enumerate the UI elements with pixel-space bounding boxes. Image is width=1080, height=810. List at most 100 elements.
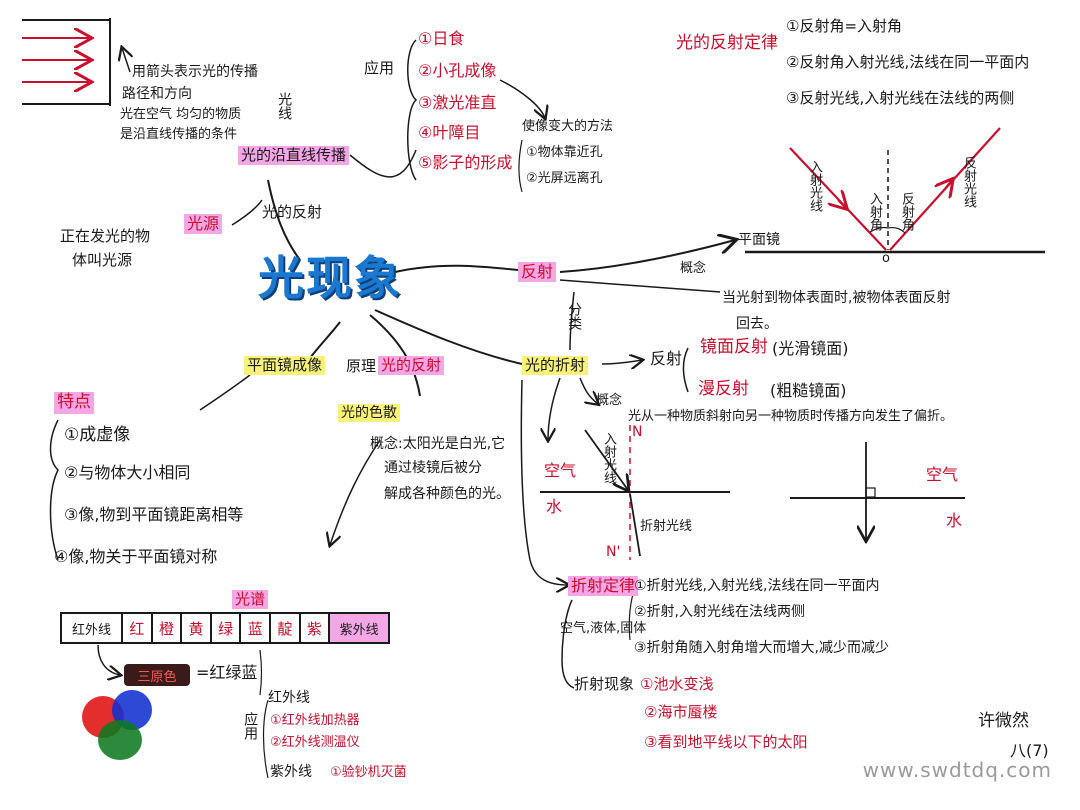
- spectrum-green: 绿: [212, 614, 242, 642]
- refraction-diagram: [540, 425, 730, 560]
- reflection-law-item-1: ①反射角=入射角: [786, 17, 903, 35]
- feature-2: ②与物体大小相同: [64, 463, 191, 482]
- reflection-angle-label: 反射角: [898, 192, 914, 231]
- reflection-concept-2: 回去。: [736, 316, 778, 332]
- reflection-header: 反射: [518, 262, 557, 283]
- reflection-kind-label: 反射: [650, 349, 683, 368]
- reflection-law-item-2: ②反射角入射光线,法线在同一平面内: [786, 53, 1030, 71]
- reflection-law-item-3: ③反射光线,入射光线在法线的两侧: [786, 89, 1015, 107]
- perpendicular-incidence-diagram: [790, 442, 965, 540]
- refraction-phenomena-title: 折射现象: [574, 675, 635, 693]
- application-item-5: ⑤影子的形成: [418, 153, 513, 172]
- propagation-condition-1: 光在空气 均匀的物质: [120, 107, 242, 122]
- spectrum-orange: 橙: [153, 614, 183, 642]
- reflection-origin-label: o: [882, 251, 890, 266]
- ray-arrows-sample: [22, 18, 130, 106]
- primary-colors-value: =红绿蓝: [196, 663, 258, 682]
- light-ray-label: 光线: [276, 92, 293, 120]
- refraction-phenomenon-2: ②海市蜃楼: [644, 703, 718, 721]
- dispersion-app-label: 应用: [242, 712, 259, 740]
- plane-mirror-label: 平面镜: [738, 232, 780, 248]
- application-item-3: ③激光准直: [418, 93, 497, 112]
- spectrum-ultraviolet: 紫外线: [330, 614, 389, 642]
- diffuse-reflection: 漫反射: [698, 379, 749, 399]
- application-item-2: ②小孔成像: [418, 61, 497, 80]
- perpendicular-water-label: 水: [946, 511, 963, 530]
- spectrum-indigo: 靛: [271, 614, 301, 642]
- light-source-def-2: 体叫光源: [72, 251, 133, 269]
- normal-label: N: [632, 424, 643, 440]
- dispersion-concept-2: 通过棱镜后被分: [384, 460, 482, 476]
- refraction-medium-note: 空气,液体,固体: [560, 621, 647, 636]
- spectrum-blue: 蓝: [241, 614, 271, 642]
- plane-mirror-principle: 原理: [346, 357, 377, 375]
- refraction-phenomenon-1: ①池水变浅: [640, 675, 714, 693]
- spectrum-infrared: 红外线: [62, 614, 124, 642]
- specular-reflection: 镜面反射: [700, 337, 768, 357]
- refraction-law-item-1: ①折射光线,入射光线,法线在同一平面内: [634, 578, 880, 594]
- signature-name: 许微然: [978, 711, 1029, 731]
- refraction-water-label: 水: [546, 497, 563, 516]
- refraction-law-item-2: ②折射,入射光线在法线两侧: [634, 604, 806, 620]
- spectrum-yellow: 黄: [182, 614, 212, 642]
- zoom-method-1: ①物体靠近孔: [526, 145, 603, 160]
- refraction-phenomenon-3: ③看到地平线以下的太阳: [644, 733, 808, 751]
- plane-mirror-principle-link: 光的反射: [378, 356, 445, 376]
- dispersion-concept-1: 概念:太阳光是白光,它: [370, 436, 506, 452]
- spectrum-title: 光谱: [232, 590, 269, 610]
- application-item-1: ①日食: [418, 29, 465, 48]
- refraction-law-title: 折射定律: [568, 576, 639, 597]
- propagation-condition-2: 是沿直线传播的条件: [120, 127, 238, 142]
- refraction-law-item-3: ③折射角随入射角增大而增大,减少而减少: [634, 640, 889, 656]
- propagation-header: 光的沿直线传播: [238, 146, 350, 166]
- refraction-air-label: 空气: [544, 461, 577, 480]
- center-title: 光现象: [258, 251, 402, 305]
- plane-mirror-header: 平面镜成像: [244, 356, 326, 376]
- perpendicular-air-label: 空气: [926, 465, 959, 484]
- features-title: 特点: [54, 392, 94, 414]
- diffuse-note: (粗糙镜面): [770, 381, 847, 400]
- refraction-header: 光的折射: [522, 356, 589, 376]
- incident-ray-label: 入射光线: [806, 160, 822, 212]
- spectrum-bar: 红外线 红 橙 黄 绿 蓝 靛 紫 紫外线: [60, 612, 390, 644]
- feature-1: ①成虚像: [64, 425, 131, 445]
- light-source-def-1: 正在发光的物: [60, 227, 151, 245]
- refraction-incident-label: 入射光线: [600, 432, 616, 484]
- reflect-link-label: 光的反射: [262, 203, 323, 221]
- refraction-concept: 光从一种物质斜射向另一种物质时传播方向发生了偏折。: [628, 409, 954, 424]
- refraction-concept-label: 概念: [596, 393, 623, 408]
- infrared-use-1: ①红外线加热器: [270, 713, 360, 728]
- primary-green-circle: [98, 720, 142, 760]
- arrow-caption-1: 用箭头表示光的传播: [132, 64, 258, 80]
- infrared-title: 红外线: [268, 690, 310, 706]
- primary-colors-label: 三原色: [124, 664, 190, 686]
- applications-label: 应用: [364, 59, 395, 77]
- light-source-label: 光源: [184, 214, 223, 235]
- arrow-caption-2: 路径和方向: [122, 86, 192, 102]
- reflection-diagram: [745, 127, 1045, 254]
- signature-class: 八(7): [1010, 741, 1049, 760]
- ultraviolet-title: 紫外线: [270, 764, 312, 780]
- reflection-concept-label: 概念: [680, 261, 707, 276]
- reflection-concept-1: 当光射到物体表面时,被物体表面反射: [722, 290, 951, 306]
- spectrum-violet: 紫: [301, 614, 331, 642]
- application-item-4: ④叶障目: [418, 123, 481, 142]
- specular-note: (光滑镜面): [772, 339, 849, 358]
- reflected-ray-label: 反射光线: [960, 156, 976, 208]
- infrared-use-2: ②红外线测温仪: [270, 735, 360, 750]
- feature-3: ③像,物到平面镜距离相等: [64, 505, 244, 524]
- dispersion-concept-3: 解成各种颜色的光。: [384, 486, 510, 502]
- incidence-angle-label: 入射角: [866, 192, 882, 231]
- refraction-refracted-label: 折射光线: [640, 519, 693, 534]
- dispersion-header: 光的色散: [338, 404, 400, 423]
- zoom-method-title: 使像变大的方法: [522, 119, 614, 134]
- feature-4: ④像,物关于平面镜对称: [54, 547, 218, 566]
- watermark: www.swdtdq.com: [862, 758, 1052, 782]
- ultraviolet-use-1: ①验钞机灭菌: [330, 765, 407, 780]
- reflection-law-title: 光的反射定律: [676, 33, 778, 53]
- normal-prime-label: N': [606, 544, 621, 560]
- zoom-method-2: ②光屏远离孔: [526, 171, 603, 186]
- classification-label: 分类: [566, 302, 583, 330]
